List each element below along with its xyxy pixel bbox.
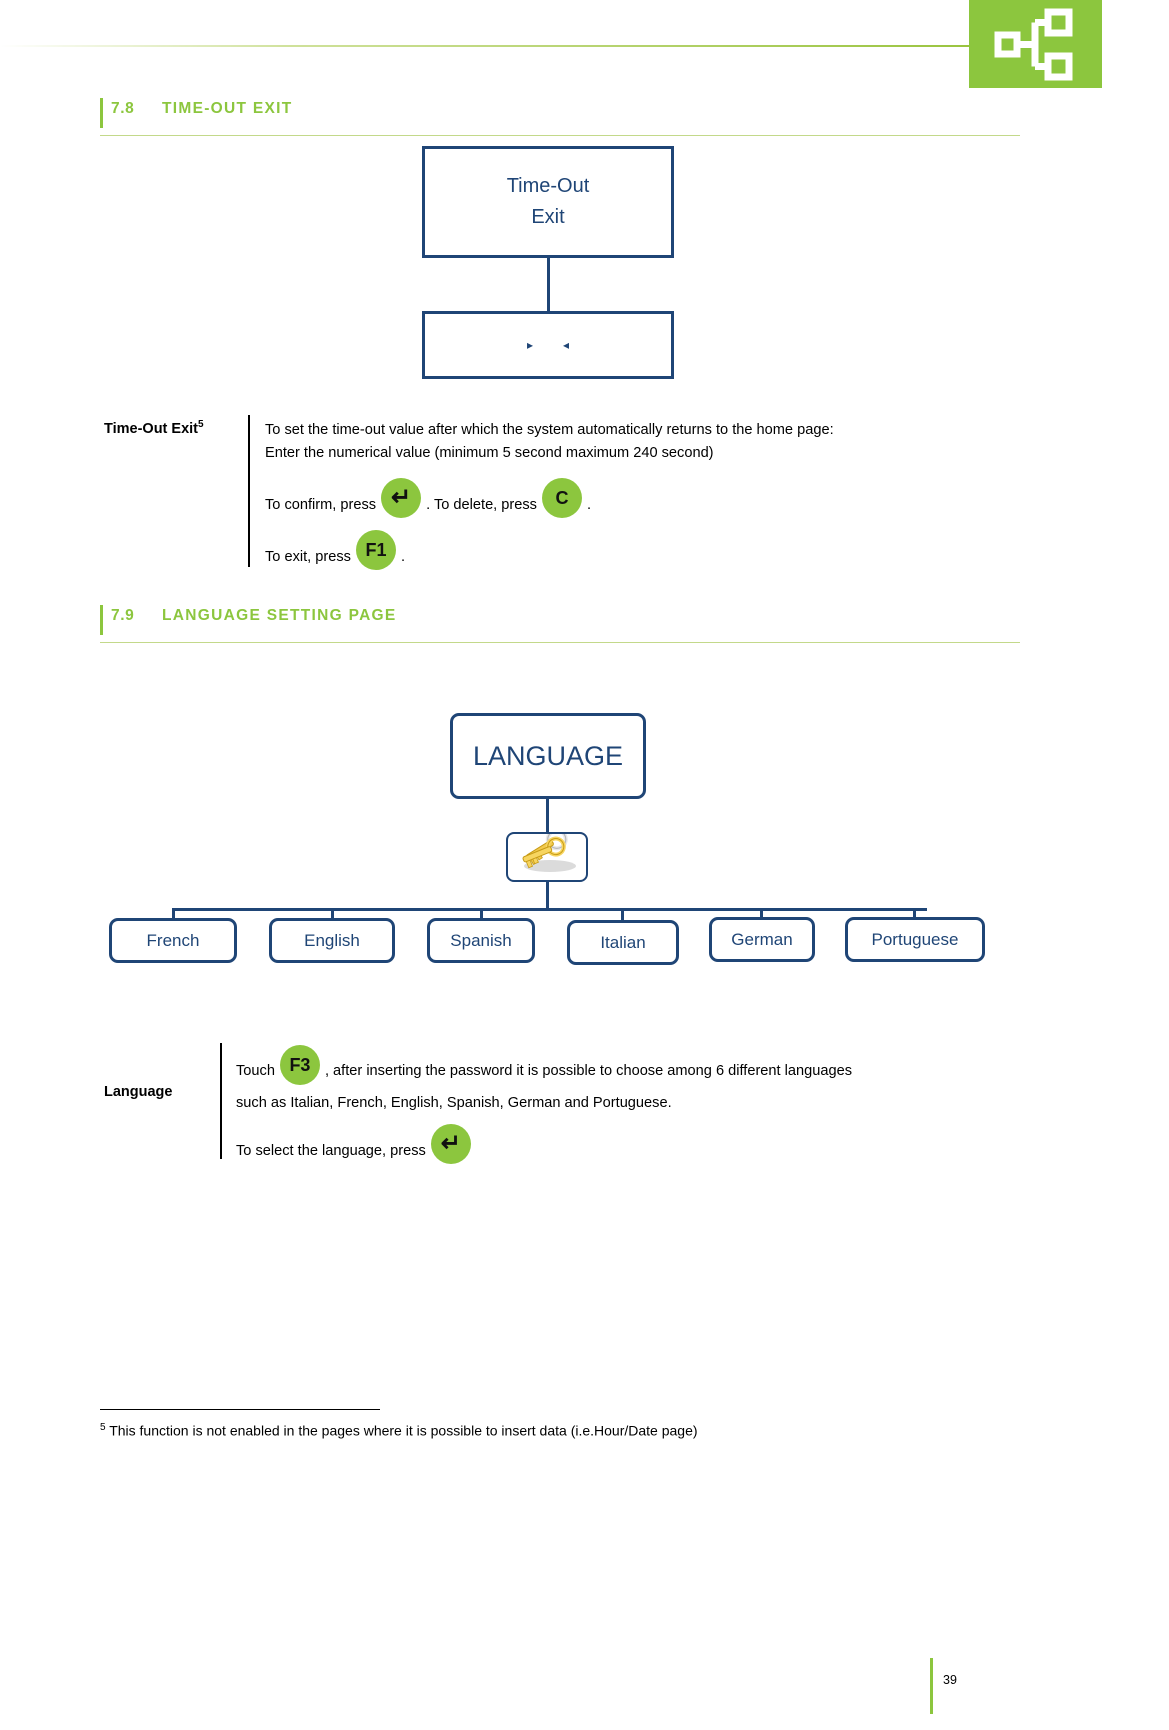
language-tree-stem bbox=[546, 882, 549, 910]
timeout-exit-prefix: To exit, press bbox=[265, 548, 351, 565]
enter-key-badge[interactable]: ↵ bbox=[381, 478, 422, 519]
timeout-desc-text: To set the time-out value after which th… bbox=[265, 419, 1025, 577]
timeout-connector bbox=[547, 258, 550, 311]
timeout-desc-label-text: Time-Out Exit bbox=[104, 420, 198, 437]
timeout-confirm-prefix: To confirm, press bbox=[265, 496, 377, 513]
section-accent-bar bbox=[100, 605, 103, 635]
language-desc-text: Touch F3 , after inserting the password … bbox=[236, 1045, 1026, 1171]
language-option-label: English bbox=[304, 930, 360, 950]
language-root-connector bbox=[546, 799, 549, 832]
header-rule bbox=[0, 45, 975, 47]
language-root-node: LANGUAGE bbox=[450, 713, 646, 799]
section-title: TIME-OUT EXIT bbox=[162, 100, 293, 117]
timeout-delete-suffix: . bbox=[586, 496, 592, 513]
language-select-row: To select the language, press ↵ bbox=[236, 1124, 1026, 1171]
timeout-root-line1: Time-Out bbox=[506, 175, 590, 197]
language-option-label: Italian bbox=[600, 932, 646, 952]
password-key-node bbox=[506, 832, 588, 882]
arrow-left-icon: ◂ bbox=[563, 338, 570, 352]
language-option-portuguese[interactable]: Portuguese bbox=[845, 917, 985, 962]
language-select-prefix: To select the language, press bbox=[236, 1142, 426, 1159]
section-title: LANGUAGE SETTING PAGE bbox=[162, 607, 397, 624]
language-branch-6 bbox=[913, 908, 916, 918]
timeout-desc-label: Time-Out Exit5 bbox=[104, 419, 204, 437]
language-root-label: LANGUAGE bbox=[472, 740, 624, 771]
language-option-italian[interactable]: Italian bbox=[567, 920, 679, 965]
language-option-label: French bbox=[146, 930, 200, 950]
footer-accent-bar bbox=[930, 1658, 933, 1714]
arrow-right-icon: ▸ bbox=[526, 338, 533, 352]
language-branch-1 bbox=[172, 908, 175, 920]
footnote-marker: 5 bbox=[100, 1422, 106, 1433]
timeout-desc-line2: Enter the numerical value (minimum 5 sec… bbox=[265, 445, 714, 462]
page-number: 39 bbox=[943, 1673, 957, 1687]
timeout-root-node: Time-Out Exit bbox=[422, 146, 674, 258]
language-touch-suffix: , after inserting the password it is pos… bbox=[324, 1063, 852, 1080]
language-option-label: German bbox=[731, 929, 793, 949]
enter-key-badge[interactable]: ↵ bbox=[430, 1124, 471, 1165]
footnote: 5 This function is not enabled in the pa… bbox=[100, 1422, 698, 1439]
language-option-french[interactable]: French bbox=[109, 918, 237, 963]
footnote-text: This function is not enabled in the page… bbox=[109, 1422, 698, 1439]
language-branch-4 bbox=[621, 908, 624, 928]
language-desc-label: Language bbox=[104, 1084, 173, 1100]
timeout-exit-suffix: . bbox=[400, 548, 406, 565]
language-option-english[interactable]: English bbox=[269, 918, 395, 963]
c-key-badge[interactable]: C bbox=[541, 478, 582, 519]
section-number: 7.8 bbox=[111, 100, 135, 117]
timeout-confirm-row: To confirm, press ↵ . To delete, press C… bbox=[265, 478, 1025, 525]
language-option-label: Spanish bbox=[450, 930, 512, 950]
timeout-exit-row: To exit, press F1 . bbox=[265, 530, 1025, 577]
language-desc-rule bbox=[220, 1043, 222, 1159]
f3-key-badge[interactable]: F3 bbox=[279, 1045, 320, 1085]
language-branch-2 bbox=[331, 908, 334, 925]
footnote-separator bbox=[100, 1409, 380, 1410]
timeout-delete-prefix: . To delete, press bbox=[426, 496, 537, 513]
timeout-desc-line1: To set the time-out value after which th… bbox=[265, 422, 834, 438]
section-number: 7.9 bbox=[111, 607, 135, 624]
timeout-desc-rule bbox=[248, 415, 250, 567]
timeout-root-line2: Exit bbox=[531, 206, 565, 228]
section-underline bbox=[100, 135, 1020, 136]
language-option-german[interactable]: German bbox=[709, 917, 815, 962]
f1-key-badge[interactable]: F1 bbox=[355, 530, 396, 571]
language-option-label: Portuguese bbox=[871, 929, 959, 949]
section-accent-bar bbox=[100, 98, 103, 128]
timeout-child-node: ▸ ◂ bbox=[422, 311, 674, 379]
keys-icon bbox=[510, 834, 584, 880]
section-heading-7-9: 7.9 LANGUAGE SETTING PAGE bbox=[100, 605, 1020, 643]
language-branch-5 bbox=[760, 908, 763, 918]
section-underline bbox=[100, 642, 1020, 643]
language-touch-row: Touch F3 , after inserting the password … bbox=[236, 1045, 1026, 1092]
language-tree-bus bbox=[172, 908, 927, 911]
section-heading-7-8: 7.8 TIME-OUT EXIT bbox=[100, 98, 1020, 136]
timeout-arrow-row: ▸ ◂ bbox=[527, 338, 569, 352]
network-hierarchy-icon bbox=[969, 0, 1102, 88]
language-touch-prefix: Touch bbox=[236, 1063, 275, 1080]
language-option-spanish[interactable]: Spanish bbox=[427, 918, 535, 963]
brand-logo bbox=[969, 0, 1102, 88]
language-branch-3 bbox=[480, 908, 483, 920]
timeout-desc-footnote-marker: 5 bbox=[198, 419, 204, 430]
language-desc-line2: such as Italian, French, English, Spanis… bbox=[236, 1095, 672, 1111]
